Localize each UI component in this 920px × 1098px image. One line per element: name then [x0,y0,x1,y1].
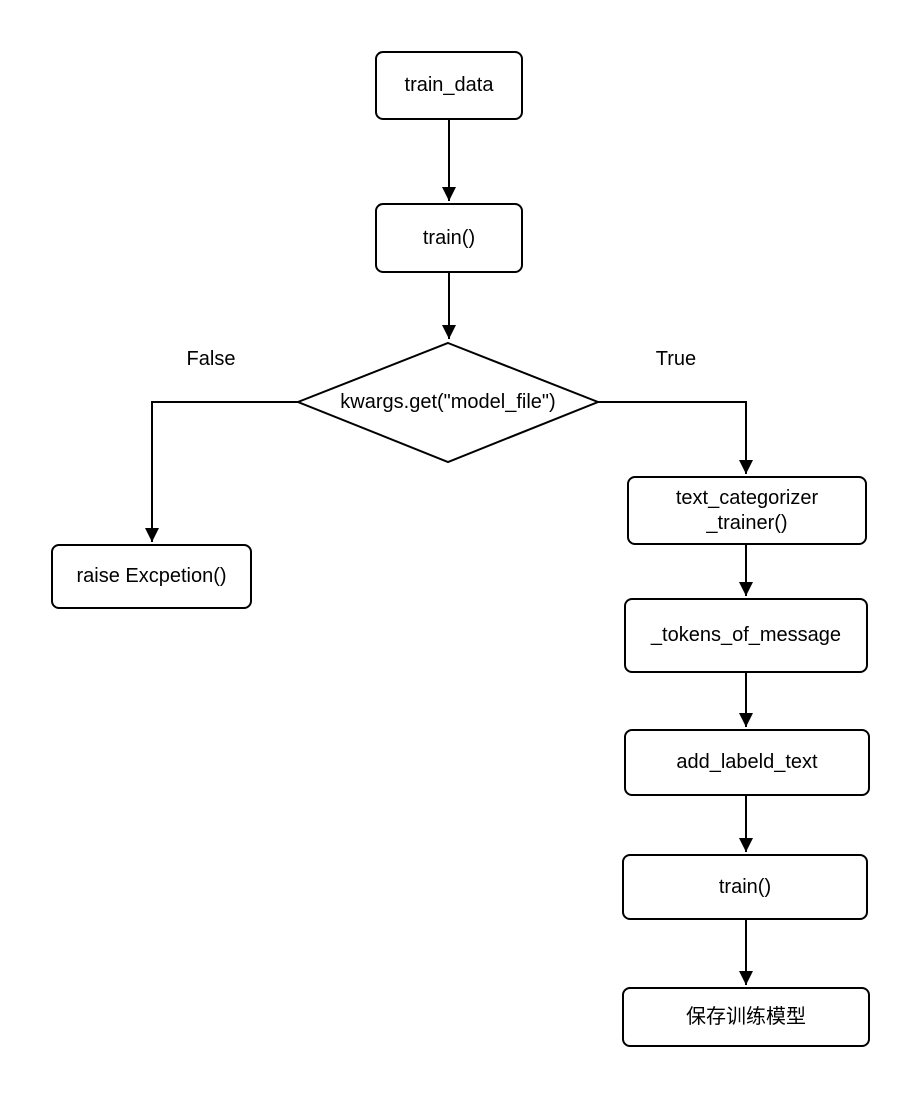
node-tokens-of-message: _tokens_of_message [624,598,868,673]
node-save-model: 保存训练模型 [622,987,870,1047]
branch-label-true: True [655,348,697,370]
node-train: train() [375,203,523,273]
arrow-decision-false-to-raise-exception [145,401,299,542]
node-train-2-label: train() [718,875,772,898]
node-train-data: train_data [375,51,523,120]
node-decision: kwargs.get("model_file") [296,343,600,462]
node-text-categorizer-trainer-label: text_categorizer _trainer() [675,486,819,534]
node-text-categorizer-trainer: text_categorizer _trainer() [627,476,867,545]
decision-diamond-shape [295,341,601,464]
node-save-model-label: 保存训练模型 [686,1005,806,1028]
node-tokens-of-message-label: _tokens_of_message [650,624,842,646]
node-add-labeld-text-label: add_labeld_text [676,751,818,773]
node-raise-exception: raise Excpetion() [51,544,252,609]
arrow-decision-true-to-text-categorizer-trainer [597,401,753,474]
node-raise-exception-label: raise Excpetion() [76,565,227,587]
node-decision-label: kwargs.get("model_file") [340,391,556,413]
node-add-labeld-text: add_labeld_text [624,729,870,796]
branch-label-false: False [186,348,236,370]
node-train-data-label: train_data [404,74,494,96]
node-train-2: train() [622,854,868,920]
node-train-label: train() [422,226,476,249]
